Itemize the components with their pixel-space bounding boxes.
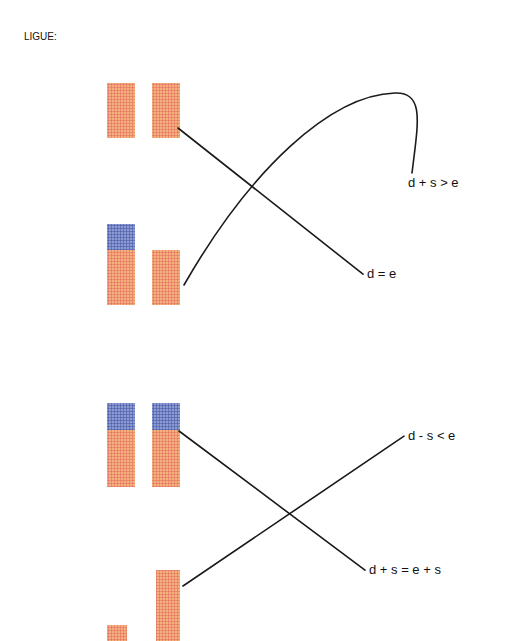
matching-line	[178, 128, 363, 274]
orange-bar	[152, 430, 180, 487]
orange-bar	[107, 83, 135, 138]
orange-bar	[152, 83, 180, 138]
matching-line	[179, 431, 365, 570]
blue-block	[152, 403, 180, 430]
expression-label: d + s = e + s	[369, 563, 441, 577]
blue-block	[107, 224, 135, 250]
orange-bar	[107, 430, 135, 487]
orange-bar	[152, 250, 180, 305]
blue-block	[107, 403, 135, 430]
expression-label: d + s > e	[408, 176, 459, 190]
orange-bar	[107, 625, 127, 641]
instruction-heading: LIGUE:	[24, 31, 57, 42]
expression-label: d - s < e	[408, 429, 455, 443]
orange-bar	[156, 570, 180, 641]
orange-bar	[107, 250, 135, 305]
matching-line	[184, 93, 417, 285]
expression-label: d = e	[367, 267, 396, 281]
